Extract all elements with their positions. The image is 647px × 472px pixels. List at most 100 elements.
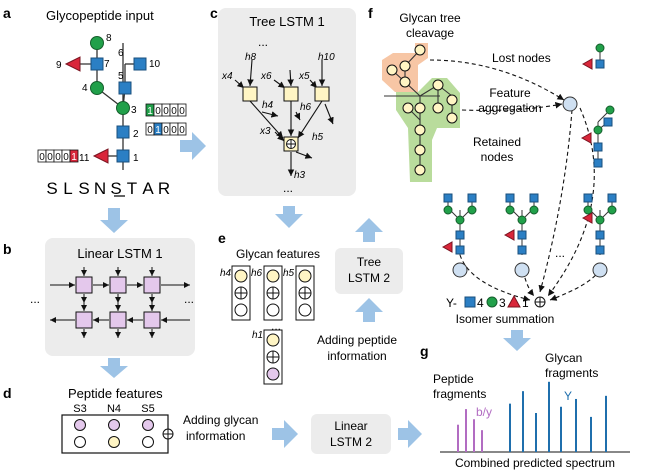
node-number: 6	[118, 48, 124, 59]
tree-node	[414, 102, 426, 114]
hexose-node	[607, 205, 617, 215]
sequence-residue: L	[63, 179, 72, 198]
tree-node	[414, 144, 426, 156]
code-bit-text: 0	[163, 106, 169, 117]
residue-labels: S3 N4 S5	[73, 403, 154, 415]
tree-lstm1-edges	[234, 59, 334, 176]
hexose-icon	[486, 296, 498, 308]
flow-arrow-lstm2-to-g	[398, 420, 422, 448]
tree-node	[446, 94, 458, 106]
peptide-fragments-2: fragments	[433, 387, 486, 401]
lstm-cell	[75, 276, 93, 294]
feature-circle	[234, 269, 248, 283]
adding-peptide-info-2: information	[327, 349, 386, 363]
hexnac-icon	[464, 296, 476, 308]
flow-arrow-f-to-g	[503, 330, 531, 351]
feature-aggregation-1: Feature	[489, 86, 531, 100]
node-number: 1	[133, 153, 139, 164]
hexose-node-3	[116, 101, 130, 115]
hexnac-node	[517, 245, 527, 255]
hexnac-node-7	[90, 57, 104, 71]
node-number: 5	[118, 71, 124, 82]
hexnac-node	[505, 193, 515, 203]
panel-e-title: Glycan features	[236, 247, 320, 261]
y-count: 1	[522, 296, 529, 310]
lstm-cell	[143, 311, 161, 329]
feature-circle	[108, 436, 120, 448]
panel-d-title: Peptide features	[68, 386, 163, 401]
hexose-node	[455, 215, 465, 225]
code-bit-text: 1	[155, 125, 161, 136]
retained-nodes-highlight	[396, 78, 460, 182]
state-label: h5	[283, 268, 295, 279]
lstm-cell	[109, 311, 127, 329]
code-bit-text: 0	[147, 125, 153, 136]
sequence-residue: A	[142, 179, 154, 198]
state-label: h1	[252, 330, 263, 341]
hexnac-node	[529, 193, 539, 203]
code-bit-text: 1	[147, 106, 153, 117]
sequence-residue: R	[158, 179, 170, 198]
code-bit-text: 0	[63, 152, 69, 163]
isomer-node	[592, 262, 608, 278]
panel-b-letter: b	[3, 241, 12, 257]
node-number: 2	[133, 129, 139, 140]
spectrum-label: Combined predicted spectrum	[455, 456, 615, 470]
feature-circle	[142, 436, 154, 448]
tree-node	[414, 164, 426, 176]
tree-node	[414, 124, 426, 136]
concat-symbol-d	[162, 428, 174, 440]
lstm-cell	[109, 276, 127, 294]
node-numbers: 1 2 3 4 5 6 7 8 9 10 11	[56, 33, 161, 164]
flow-arrow-a-to-b	[100, 208, 128, 233]
panel-c-title: Tree LSTM 1	[249, 14, 324, 29]
sequence-residue: T	[127, 179, 137, 198]
y-count: 3	[499, 296, 506, 310]
state-label: h4	[262, 100, 274, 111]
feature-circle	[266, 303, 280, 317]
state-label: h4	[220, 268, 232, 279]
isomer-glycans	[441, 193, 617, 278]
ellipsis-f: ...	[555, 246, 565, 260]
sequence-residue: N	[94, 179, 106, 198]
hexose-node	[443, 205, 453, 215]
panel-c-letter: c	[210, 5, 218, 21]
tree-node	[414, 44, 426, 56]
adding-glycan-info-1: Adding glycan	[183, 413, 258, 427]
panel-b-title: Linear LSTM 1	[77, 246, 162, 261]
peptide-fragments-1: Peptide	[433, 372, 474, 386]
hexnac-node	[607, 193, 617, 203]
y-ion-label: Y	[564, 389, 572, 403]
retained-nodes-2: nodes	[481, 150, 514, 164]
state-label: h6	[300, 102, 312, 113]
adding-glycan-info-2: information	[186, 429, 245, 443]
panel-d-letter: d	[3, 385, 12, 401]
cleavage-tree-nodes	[386, 44, 458, 176]
retained-nodes-glycan	[580, 105, 615, 168]
hexose-node	[517, 215, 527, 225]
feature-circle	[74, 436, 86, 448]
node-number: 8	[106, 33, 112, 44]
node-number: 4	[82, 83, 88, 94]
state-label: h3	[294, 170, 306, 181]
input-label: x5	[298, 71, 310, 82]
tree-lstm2-label-2: LSTM 2	[348, 271, 390, 285]
panel-g: g Peptide fragments Glycan fragments b/y…	[420, 343, 630, 470]
panel-a-title: Glycopeptide input	[46, 8, 154, 23]
y-prefix: Y-	[446, 296, 457, 310]
flow-arrow-c-to-e	[275, 206, 303, 228]
code-bit-text: 0	[179, 106, 185, 117]
hexose-node-4	[90, 81, 104, 95]
isomer-node	[514, 262, 530, 278]
hexnac-node	[517, 230, 527, 240]
fucose-node	[581, 212, 593, 224]
panel-f: f Glycan tree cleavage	[368, 5, 617, 326]
feature-circle	[142, 419, 154, 431]
fucose-node	[441, 241, 453, 253]
code-bit-text: 0	[155, 106, 161, 117]
tree-concat	[286, 139, 296, 149]
code-bit	[177, 122, 187, 136]
